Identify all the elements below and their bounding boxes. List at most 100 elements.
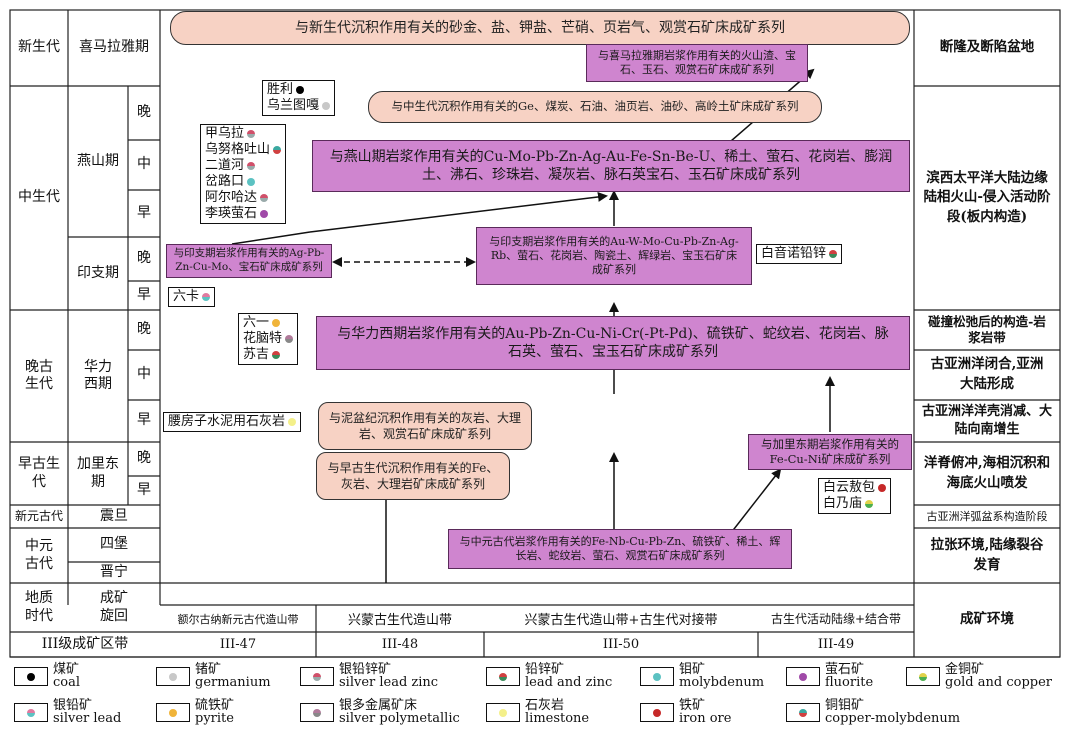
series-mesoproterozoic-magmatic: 与中元古代岩浆作用有关的Fe-Nb-Cu-Pb-Zn、硫铁矿、稀土、辉长岩、蛇纹… [448,529,792,569]
stage-early-caledonian: 早 [137,481,151,498]
stage-early-indosinian: 早 [137,286,151,303]
legend-cn: 银多金属矿床 [339,698,418,713]
belt-active-margin: 古生代活动陆缘+结合带 [770,612,902,626]
deposit-box-caledonian: 白云敖包 白乃庙 [818,478,892,514]
deposit-box-hercynian: 六一 花脑特 苏吉 [238,313,299,365]
germanium-icon [322,102,331,110]
limestone-icon [499,708,507,717]
coal-icon [27,672,35,681]
fluorite-icon [260,210,269,218]
silver-lead-zinc-icon [260,194,269,202]
deposit-box-baiyinnuo: 白音诺铅锌 [756,244,843,264]
deposit-liyingyingshi: 李瑛萤石 [205,206,258,221]
period-sibao: 四堡 [100,536,128,553]
era-early-paleozoic-wrap: 早古生代 [10,442,68,505]
iron-ore-icon [653,708,661,717]
env-ocean-subduction: 古亚洲洋洋壳消减、大陆向南增生 [921,404,1052,437]
deposit-baiyunaobao: 白云敖包 [823,480,876,495]
zone-level-header: III级成矿区带 [41,635,129,652]
period-caledonian-wrap: 加里东期 [68,442,128,505]
deposit-liuka: 六卡 [173,289,200,304]
stage-late-hercynian: 晚 [137,321,151,338]
stage-early-hercynian: 早 [137,412,151,429]
legend-en: silver polymetallic [339,711,460,726]
legend-en: iron ore [679,711,732,726]
series-yanshan-magmatic: 与燕山期岩浆作用有关的Cu-Mo-Pb-Zn-Ag-Au-Fe-Sn-Be-U、… [312,140,910,192]
molybdenum-icon [653,672,661,681]
legend-en: lead and zinc [525,675,613,690]
era-early-paleozoic: 早古生代 [18,456,60,490]
env-rift: 拉张环境,陆缘裂谷发育 [930,536,1044,573]
legend-cn: 银铅锌矿 [339,662,392,677]
deposit-wunugetushan: 乌努格吐山 [205,142,271,157]
env-post-collision: 碰撞松弛后的构造-岩浆岩带 [928,313,1046,345]
period-hercynian-wrap: 华力西期 [68,310,128,442]
germanium-icon [169,672,177,681]
silver-lead-icon [27,708,35,717]
series-early-paleozoic-sedimentary: 与早古生代沉积作用有关的Fe、灰岩、大理岩矿床成矿系列 [316,452,510,500]
series-indosinian-left: 与印支期岩浆作用有关的Ag-Pb-Zn-Cu-Mo、宝石矿床成矿系列 [166,244,332,278]
iron-ore-icon [878,484,887,492]
series-caledonian-magmatic: 与加里东期岩浆作用有关的Fe-Cu-Ni矿床成矿系列 [748,434,912,470]
deposit-chalukou: 岔路口 [205,174,245,189]
period-himalaya: 喜马拉雅期 [79,39,149,56]
legend-en: silver lead [53,711,122,726]
deposit-erdaohe: 二道河 [205,158,245,173]
deposit-wulantuga: 乌兰图嘎 [267,98,320,113]
era-mesoproterozoic: 中元古代 [25,538,53,572]
env-ocean-closure: 古亚洲洋闭合,亚洲大陆形成 [930,356,1044,392]
stage-early-yanshan: 早 [137,204,151,221]
stage-late-yanshan: 晚 [137,104,151,121]
deposit-baiyinnuo: 白音诺铅锌 [761,246,827,261]
silver-lead-zinc-icon [247,130,256,138]
legend-en: limestone [525,711,590,726]
legend-cn: 萤石矿 [825,662,865,677]
env-arc-basin: 古亚洲洋弧盆系构造阶段 [926,509,1048,523]
limestone-icon [288,418,297,426]
env-header: 成矿环境 [960,611,1014,628]
legend-cn: 铁矿 [679,698,706,713]
lead-zinc-icon [829,250,838,258]
fluorite-icon [799,672,807,681]
belt-ergun: 额尔古纳新元古代造山带 [177,612,299,626]
silver-polymetallic-icon [313,708,321,717]
legend-cn: 煤矿 [53,662,80,677]
period-hercynian: 华力西期 [84,358,112,393]
era-neoproterozoic: 新元古代 [14,509,63,523]
period-indosinian: 印支期 [77,264,119,281]
lead-zinc-icon [272,351,281,359]
geo-time-wrap: 地质时代 [10,583,68,632]
deposit-suji: 苏吉 [243,347,270,362]
period-caledonian: 加里东期 [77,456,119,490]
legend-cn: 锗矿 [195,662,222,677]
series-cenozoic-sedimentary: 与新生代沉积作用有关的砂金、盐、钾盐、芒硝、页岩气、观赏石矿床成矿系列 [170,11,910,45]
legend-en: silver lead zinc [339,675,439,690]
zone-code-48: III-48 [381,637,419,652]
stage-mid-hercynian: 中 [137,366,151,383]
pyrite-icon [169,708,177,717]
deposit-shengli: 胜利 [267,82,294,97]
era-mesoproterozoic-wrap: 中元古代 [10,528,68,583]
era-mesozoic: 中生代 [18,189,60,206]
copper-molybdenum-icon [799,708,807,717]
deposit-box-yanshan: 甲乌拉 乌努格吐山 二道河 岔路口 阿尔哈达 李瑛萤石 [200,124,287,224]
coal-icon [296,86,305,94]
stage-mid-yanshan: 中 [137,156,151,173]
silver-polymetallic-icon [285,335,294,343]
legend-en: pyrite [195,711,234,726]
stage-late-indosinian: 晚 [137,250,151,267]
silver-lead-icon [202,293,211,301]
silver-lead-zinc-icon [313,672,321,681]
series-hercynian-magmatic: 与华力西期岩浆作用有关的Au-Pb-Zn-Cu-Ni-Cr(-Pt-Pd)、硫铁… [316,316,910,370]
gold-copper-icon [919,672,927,681]
deposit-box-yaofangzi: 腰房子水泥用石灰岩 [163,412,302,432]
cycle-header: 成矿旋回 [100,590,128,624]
